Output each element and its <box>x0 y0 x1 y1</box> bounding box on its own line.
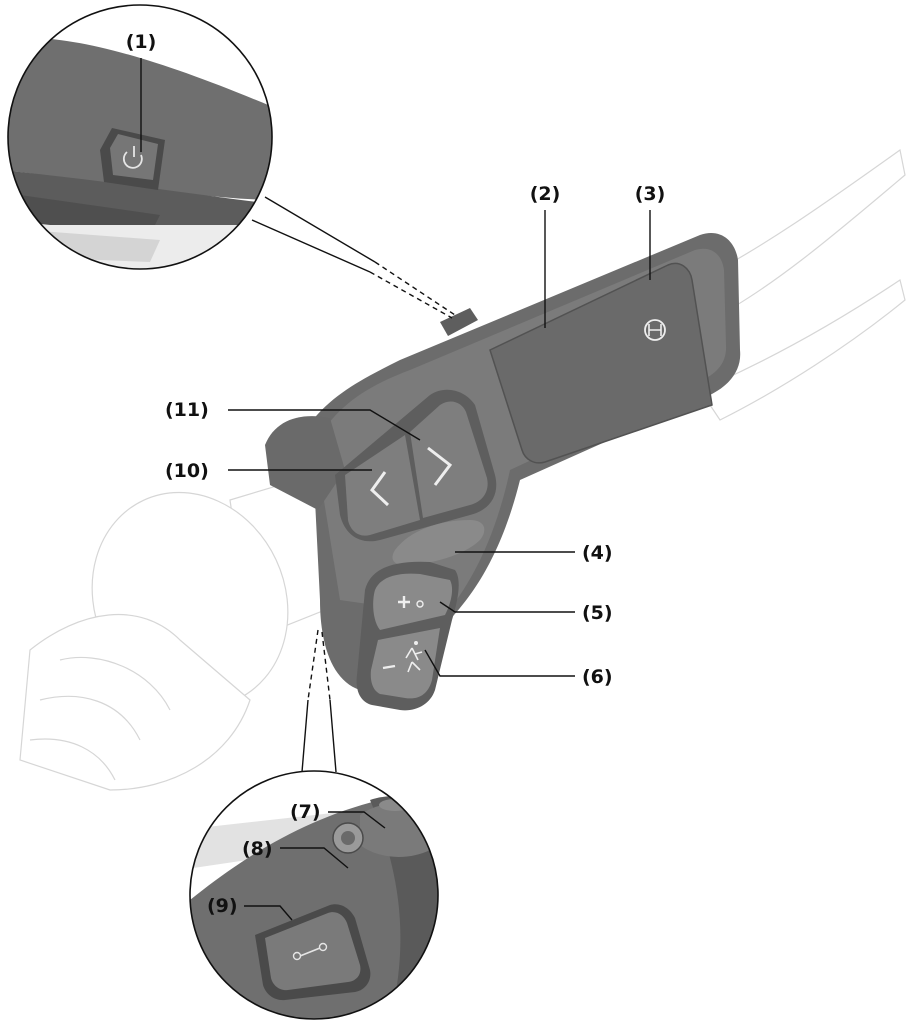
callout-labels: (1) (2) (3) (11) (10) (4) (5) (6) (7) (8… <box>126 31 666 917</box>
assist-rocker <box>356 561 459 711</box>
callout-5: (5) <box>582 602 613 624</box>
minus-icon <box>382 664 396 670</box>
display <box>489 262 713 464</box>
callout-10: (10) <box>165 460 209 482</box>
power-button-location <box>440 308 478 336</box>
callout-1: (1) <box>126 31 157 53</box>
mounting-screw <box>332 822 364 854</box>
callout-9: (9) <box>207 895 238 917</box>
handlebar-outline <box>689 148 906 421</box>
plus-icon <box>398 596 410 608</box>
power-icon <box>122 146 143 169</box>
callout-4: (4) <box>582 542 613 564</box>
leader-lines <box>140 58 651 921</box>
callout-2: (2) <box>530 183 561 205</box>
callout-6: (6) <box>582 666 613 688</box>
navigation-pad <box>335 389 497 542</box>
wrench-icon <box>292 942 328 961</box>
callout-11: (11) <box>165 399 209 421</box>
left-button[interactable] <box>345 435 420 536</box>
callout-8: (8) <box>242 838 273 860</box>
right-button[interactable] <box>410 401 488 518</box>
bosch-logo-icon <box>644 319 666 341</box>
callout-3: (3) <box>635 183 666 205</box>
chevron-left-icon <box>370 471 390 507</box>
callout-7: (7) <box>290 801 321 823</box>
chevron-right-icon <box>427 446 453 486</box>
handlebar-grip <box>19 469 351 791</box>
detail-connectors <box>251 196 456 773</box>
walk-assist-icon <box>405 647 423 673</box>
minus-button[interactable] <box>370 628 440 699</box>
select-button[interactable] <box>392 520 485 565</box>
plus-button[interactable] <box>373 573 453 630</box>
power-button-detail <box>7 4 273 270</box>
